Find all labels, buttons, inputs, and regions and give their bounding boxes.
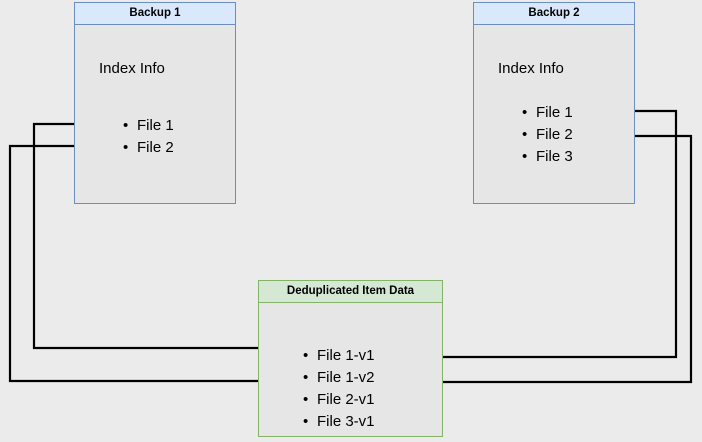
backup1-body: Index Info File 1 File 2	[75, 25, 235, 203]
backup1-box[interactable]: Backup 1 Index Info File 1 File 2	[74, 2, 236, 204]
backup2-box[interactable]: Backup 2 Index Info File 1 File 2 File 3	[473, 2, 635, 204]
backup2-file-list: File 1 File 2 File 3	[520, 102, 573, 168]
list-item[interactable]: File 2	[520, 124, 573, 146]
list-item[interactable]: File 1	[520, 102, 573, 124]
list-item[interactable]: File 3	[520, 146, 573, 168]
dedup-item-list: File 1-v1 File 1-v2 File 2-v1 File 3-v1	[301, 345, 375, 433]
list-item[interactable]: File 1-v1	[301, 345, 375, 367]
list-item[interactable]: File 3-v1	[301, 411, 375, 433]
backup2-body: Index Info File 1 File 2 File 3	[474, 25, 634, 203]
backup2-index-label: Index Info	[498, 60, 564, 77]
deduplicated-item-data-box[interactable]: Deduplicated Item Data File 1-v1 File 1-…	[258, 280, 443, 437]
backup1-file-list: File 1 File 2	[121, 115, 174, 159]
list-item[interactable]: File 2	[121, 137, 174, 159]
list-item[interactable]: File 1	[121, 115, 174, 137]
list-item[interactable]: File 1-v2	[301, 367, 375, 389]
backup2-title: Backup 2	[474, 3, 634, 25]
backup1-index-label: Index Info	[99, 60, 165, 77]
backup1-title: Backup 1	[75, 3, 235, 25]
dedup-body: File 1-v1 File 1-v2 File 2-v1 File 3-v1	[259, 303, 442, 436]
list-item[interactable]: File 2-v1	[301, 389, 375, 411]
dedup-title: Deduplicated Item Data	[259, 281, 442, 303]
